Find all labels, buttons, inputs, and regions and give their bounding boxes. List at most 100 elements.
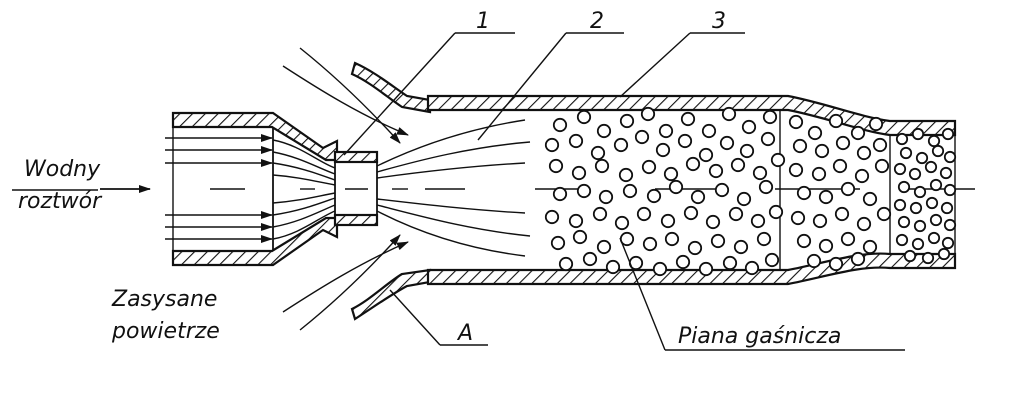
foam-bubble: [558, 256, 574, 272]
leader-3: [619, 32, 691, 98]
foam-bubble: [897, 180, 911, 194]
foam-bubble: [730, 157, 746, 173]
foam-bubble: [897, 215, 911, 229]
foam-bubble: [908, 167, 922, 181]
foam-bubble: [909, 201, 923, 215]
foam-bubble: [677, 133, 693, 149]
foam-bubble: [550, 235, 566, 251]
tube-bottom-wall: [426, 252, 957, 286]
foam-bubble: [698, 147, 714, 163]
foam-bubble: [619, 113, 635, 129]
foam-bubble: [832, 158, 848, 174]
foam-bubble: [764, 252, 780, 268]
foam-bubble: [818, 189, 834, 205]
foam-bubble: [812, 213, 828, 229]
foam-bubble: [568, 213, 584, 229]
foam-bubble: [660, 213, 676, 229]
foam-bubble: [576, 183, 592, 199]
foam-bubble: [811, 166, 827, 182]
foam-bubble: [596, 123, 612, 139]
foam-bubble: [806, 253, 822, 269]
foam-bubble: [856, 216, 872, 232]
foam-bubble: [931, 144, 945, 158]
foam-bubble: [903, 249, 917, 263]
foam-bubble: [899, 146, 913, 160]
foam-bubble: [680, 111, 696, 127]
foam-bubble: [941, 127, 955, 141]
foam-bubble: [814, 143, 830, 159]
foam-bubble: [594, 158, 610, 174]
foam-bubble: [613, 137, 629, 153]
foam-bubble: [943, 183, 957, 197]
inlet-label-line1: Wodny: [24, 157, 101, 182]
foam-bubble: [744, 260, 760, 276]
foam-bubble: [714, 182, 730, 198]
foam-bubble: [927, 134, 941, 148]
main-tube: [426, 94, 957, 286]
mixing-throat: [333, 150, 379, 227]
callout-A: A: [456, 321, 473, 346]
bell-bottom-wall: [350, 268, 432, 321]
throat-top-wall: [333, 150, 379, 164]
foam-bubble: [571, 165, 587, 181]
foam-bubble: [687, 240, 703, 256]
foam-bubble: [736, 191, 752, 207]
foam-bubble: [596, 239, 612, 255]
foam-bubble: [768, 204, 784, 220]
foam-bubble: [828, 256, 844, 272]
air-label-line1: Zasysane: [111, 287, 217, 312]
inlet-top-wall: [171, 111, 339, 162]
air-intake-bell: [350, 61, 432, 321]
foam-bubble: [705, 214, 721, 230]
inlet-label-line2: roztwór: [18, 189, 103, 214]
leader-1: [343, 32, 456, 156]
foam-bubble: [911, 237, 925, 251]
foam-bubble: [943, 150, 957, 164]
foam-bubble: [721, 106, 737, 122]
foam-bubble: [925, 196, 939, 210]
foam-bubble: [733, 239, 749, 255]
callout-2: 2: [590, 9, 604, 34]
foam-bubble: [788, 162, 804, 178]
foam-bubble: [590, 145, 606, 161]
foam-bubble: [722, 255, 738, 271]
foam-bubble: [840, 181, 856, 197]
foam-bubble: [792, 138, 808, 154]
foam-bubble: [544, 209, 560, 225]
air-flow-arrows: [282, 47, 409, 331]
streamlines: [272, 119, 531, 257]
foam-bubble: [893, 162, 907, 176]
foam-bubble: [854, 168, 870, 184]
callout-3: 3: [712, 9, 726, 34]
foam-bubble: [828, 113, 844, 129]
foam-bubble: [840, 231, 856, 247]
foam-bubble: [807, 125, 823, 141]
foam-bubble: [862, 239, 878, 255]
foam-bubble: [663, 166, 679, 182]
foam-bubble: [770, 152, 786, 168]
foam-bubble: [668, 179, 684, 195]
foam-bubble: [598, 189, 614, 205]
foam-bubble: [943, 218, 957, 232]
inlet-bottom-wall: [171, 216, 339, 267]
foam-bubble: [835, 135, 851, 151]
bell-top-wall: [350, 61, 432, 114]
foam-bubble: [719, 135, 735, 151]
foam-bubble: [675, 254, 691, 270]
foam-bubble: [940, 201, 954, 215]
leader-2: [477, 32, 567, 141]
foam-bubble: [796, 233, 812, 249]
foam-bubble: [762, 109, 778, 125]
foam-bubble: [605, 259, 621, 275]
foam-bubble: [834, 206, 850, 222]
foam-bubble: [618, 167, 634, 183]
air-label-line2: powietrze: [111, 319, 220, 344]
foam-bubble: [655, 142, 671, 158]
foam-bubble: [685, 156, 701, 172]
foam-bubble: [796, 185, 812, 201]
foam-bubble: [913, 219, 927, 233]
foam-bubble: [874, 158, 890, 174]
foam-bubble: [895, 132, 909, 146]
foam-bubble: [850, 251, 866, 267]
